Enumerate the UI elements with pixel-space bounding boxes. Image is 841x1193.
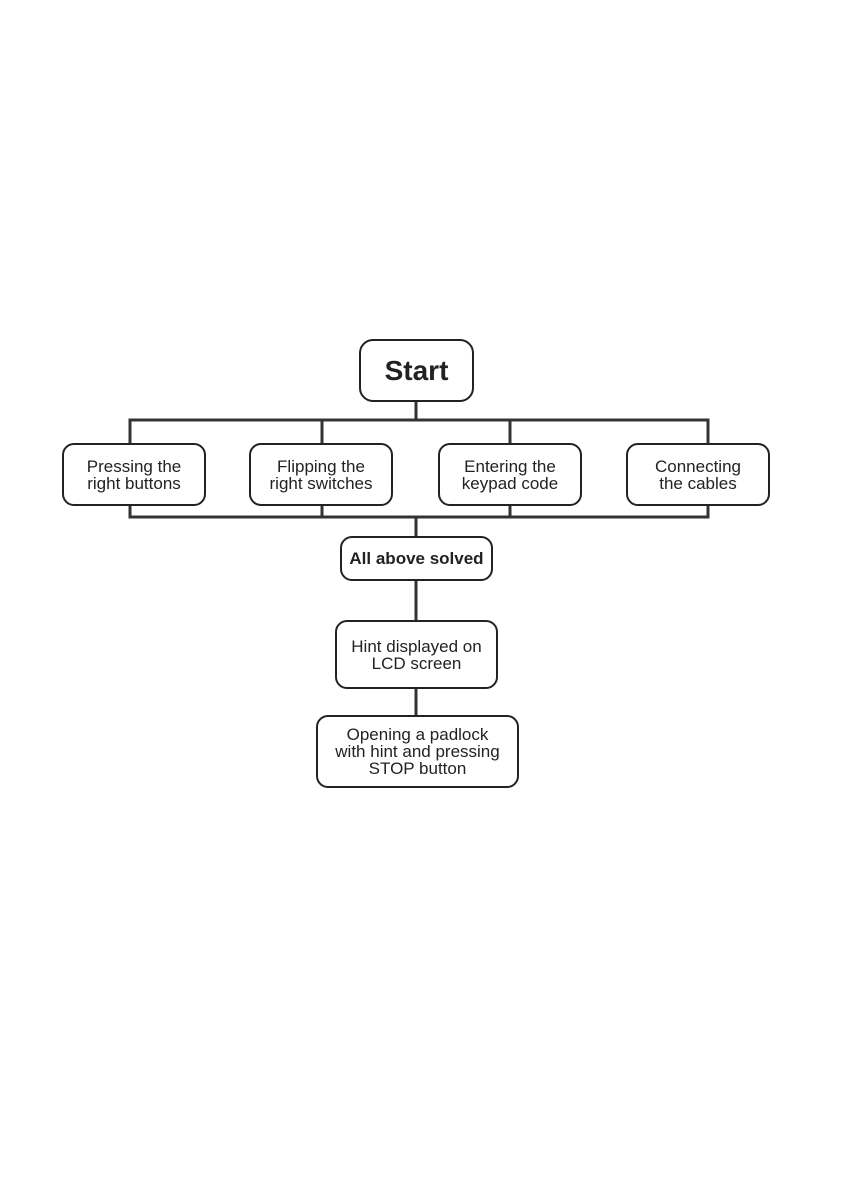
final-label: Opening a padlock with hint and pressing… bbox=[335, 726, 499, 777]
final-node: Opening a padlock with hint and pressing… bbox=[316, 715, 519, 788]
task-label-switches: Flipping the right switches bbox=[270, 458, 373, 492]
task-label-keypad: Entering the keypad code bbox=[462, 458, 558, 492]
task-label-buttons: Pressing the right buttons bbox=[87, 458, 182, 492]
task-node-cables: Connecting the cables bbox=[626, 443, 770, 506]
all-solved-node: All above solved bbox=[340, 536, 493, 581]
task-label-cables: Connecting the cables bbox=[655, 458, 741, 492]
hint-node: Hint displayed on LCD screen bbox=[335, 620, 498, 689]
start-label: Start bbox=[385, 357, 449, 385]
task-node-keypad: Entering the keypad code bbox=[438, 443, 582, 506]
start-node: Start bbox=[359, 339, 474, 402]
hint-label: Hint displayed on LCD screen bbox=[351, 638, 481, 672]
task-node-buttons: Pressing the right buttons bbox=[62, 443, 206, 506]
task-node-switches: Flipping the right switches bbox=[249, 443, 393, 506]
all-solved-label: All above solved bbox=[349, 550, 483, 567]
